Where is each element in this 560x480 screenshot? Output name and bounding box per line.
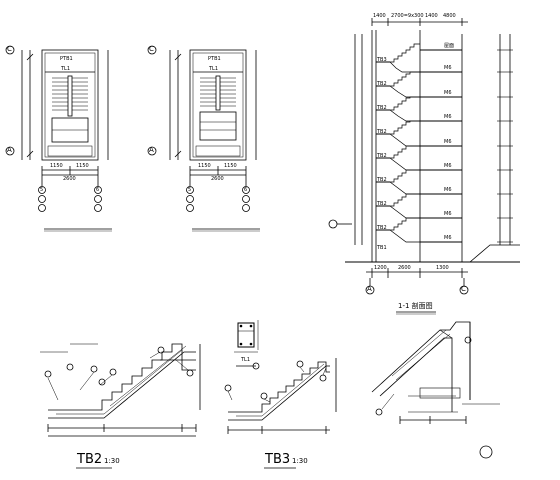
landing-code-8: TB2 (377, 225, 387, 231)
section-axis-right: C (461, 285, 466, 293)
plan1-axis-top: C (7, 45, 12, 53)
floor-tag-6: M6 (444, 163, 452, 169)
plan2-grid-right: 6 (244, 187, 248, 193)
floor-tag-7: M6 (444, 187, 452, 193)
balcony-detail (371, 321, 500, 459)
plan1-grid-left: 5 (40, 187, 44, 193)
landing-code-3: TB2 (377, 105, 387, 111)
floor-tag-2: M6 (444, 65, 452, 71)
floor-tag-1: 屋面 (444, 43, 455, 49)
section-bottom-dim-1: 1200 (374, 265, 387, 271)
tb3-scale: 1:30 (292, 457, 308, 465)
plan1-beam: TL1 (61, 66, 71, 72)
landing-code-6: TB2 (377, 177, 387, 183)
plan1-dim-2: 1150 (76, 163, 89, 169)
section-top-dim-2: 2700=9x300 (391, 13, 424, 19)
plan2-axis-bottom: A (149, 146, 154, 154)
section-axis-left: A (367, 285, 372, 293)
tb3-detail (224, 358, 337, 469)
floor-tag-5: M6 (444, 139, 452, 145)
stair-plan-1 (5, 45, 112, 232)
plan1-axis-bottom: A (7, 146, 12, 154)
floor-tag-9: M6 (444, 235, 452, 241)
tl1-label: TL1 (241, 357, 251, 363)
plan2-axis-top: C (149, 45, 154, 53)
plan2-code: PTB1 (208, 56, 221, 62)
plan2-dim-2: 1150 (224, 163, 237, 169)
tl1-section (234, 320, 259, 367)
section-title: 1-1 剖面图 (398, 302, 433, 310)
plan1-dim-3: 2600 (63, 176, 76, 182)
plan2-dim-3: 2600 (211, 176, 224, 182)
floor-tag-3: M6 (444, 90, 452, 96)
floor-tag-4: M6 (444, 114, 452, 120)
plan1-dim-1: 1150 (50, 163, 63, 169)
section-top-dim-4: 4800 (443, 13, 456, 19)
plan1-code: PTB1 (60, 56, 73, 62)
stair-plan-2 (147, 45, 260, 232)
tb2-detail (40, 343, 201, 469)
tb2-scale: 1:30 (104, 457, 120, 465)
plan2-dim-1: 1150 (198, 163, 211, 169)
landing-code-9: TB1 (377, 245, 387, 251)
landing-code-4: TB2 (377, 129, 387, 135)
section-1-1 (328, 18, 520, 315)
section-top-dim-1: 1400 (373, 13, 386, 19)
tb3-title: TB3 (265, 452, 291, 467)
section-top-dim-3: 1400 (425, 13, 438, 19)
landing-code-5: TB2 (377, 153, 387, 159)
plan1-grid-right: 6 (96, 187, 100, 193)
tb2-title: TB2 (77, 452, 103, 467)
landing-code-2: TB2 (377, 81, 387, 87)
plan2-beam: TL1 (209, 66, 219, 72)
plan2-grid-left: 5 (188, 187, 192, 193)
section-bottom-dim-3: 1300 (436, 265, 449, 271)
landing-code-1: TB3 (377, 57, 387, 63)
section-bottom-dim-2: 2600 (398, 265, 411, 271)
floor-tag-8: M6 (444, 211, 452, 217)
landing-code-7: TB2 (377, 201, 387, 207)
